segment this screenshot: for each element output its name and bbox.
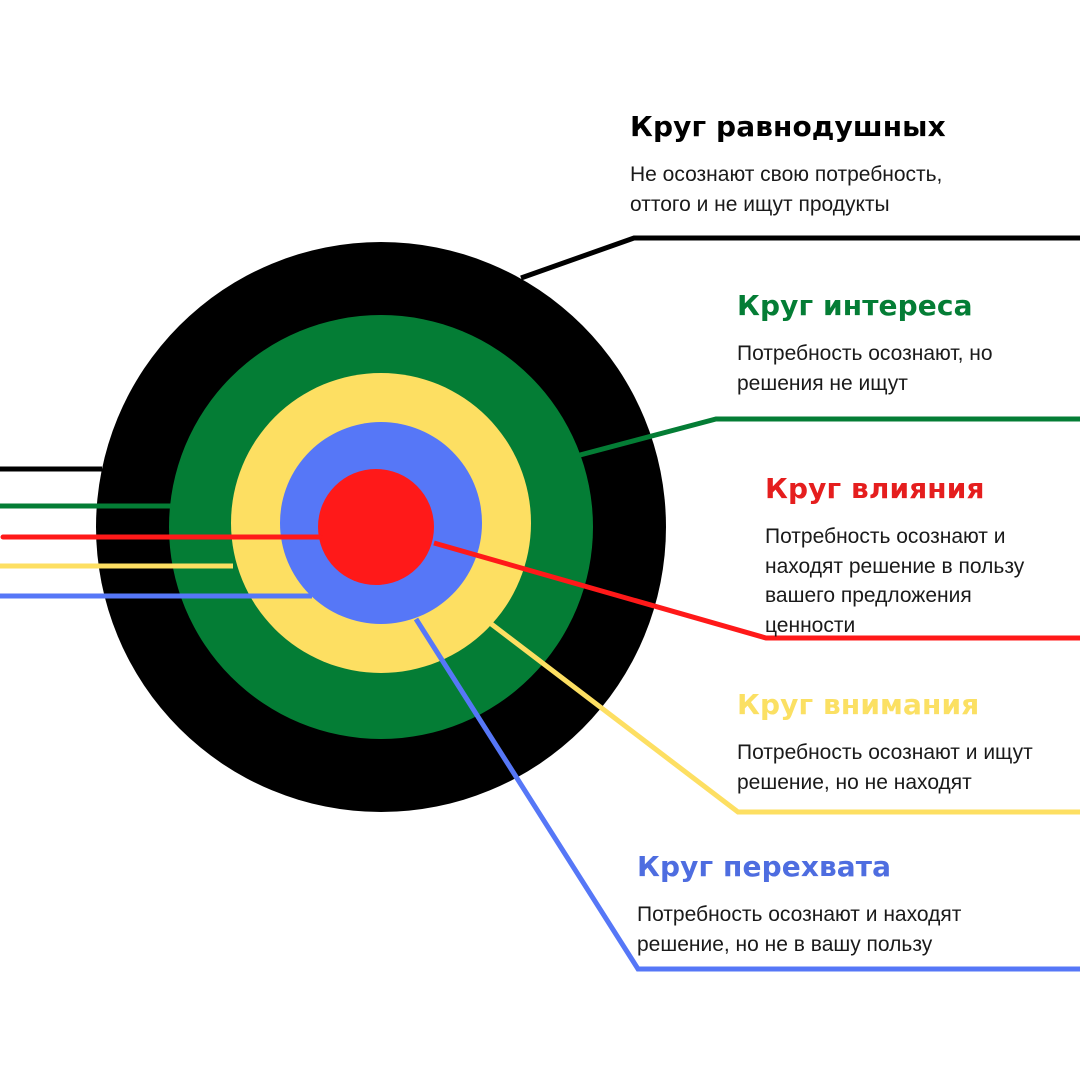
ring-title: Круг внимания xyxy=(737,688,980,721)
label-indifferent: Круг равнодушных Не осознают свою потреб… xyxy=(630,110,1070,219)
ring-description: Потребность осознают и находят решение в… xyxy=(765,525,1025,637)
leader-line-interest xyxy=(579,416,1080,458)
leader-line-influence xyxy=(433,540,1080,641)
leader-line-indifferent xyxy=(520,235,1080,281)
ring-description: Потребность осознают и находят решение, … xyxy=(637,903,962,956)
label-influence: Круг влияния Потребность осознают и нахо… xyxy=(765,472,1075,640)
leader-line-interception xyxy=(413,617,1080,972)
ring-description: Потребность осознают, но решения не ищут xyxy=(737,342,993,395)
label-attention: Круг внимания Потребность осознают и ищу… xyxy=(737,688,1077,797)
label-interception: Круг перехвата Потребность осознают и на… xyxy=(637,850,1077,959)
ring-title: Круг перехвата xyxy=(637,850,892,883)
ring-description: Не осознают свою потребность, оттого и н… xyxy=(630,163,943,216)
ring-title: Круг интереса xyxy=(737,289,973,322)
ring-title: Круг равнодушных xyxy=(630,110,946,143)
leader-line-attention xyxy=(488,621,1080,815)
ring-influence xyxy=(318,469,434,585)
label-interest: Круг интереса Потребность осознают, но р… xyxy=(737,289,1077,398)
ring-description: Потребность осознают и ищут решение, но … xyxy=(737,741,1033,794)
ring-title: Круг влияния xyxy=(765,472,985,505)
